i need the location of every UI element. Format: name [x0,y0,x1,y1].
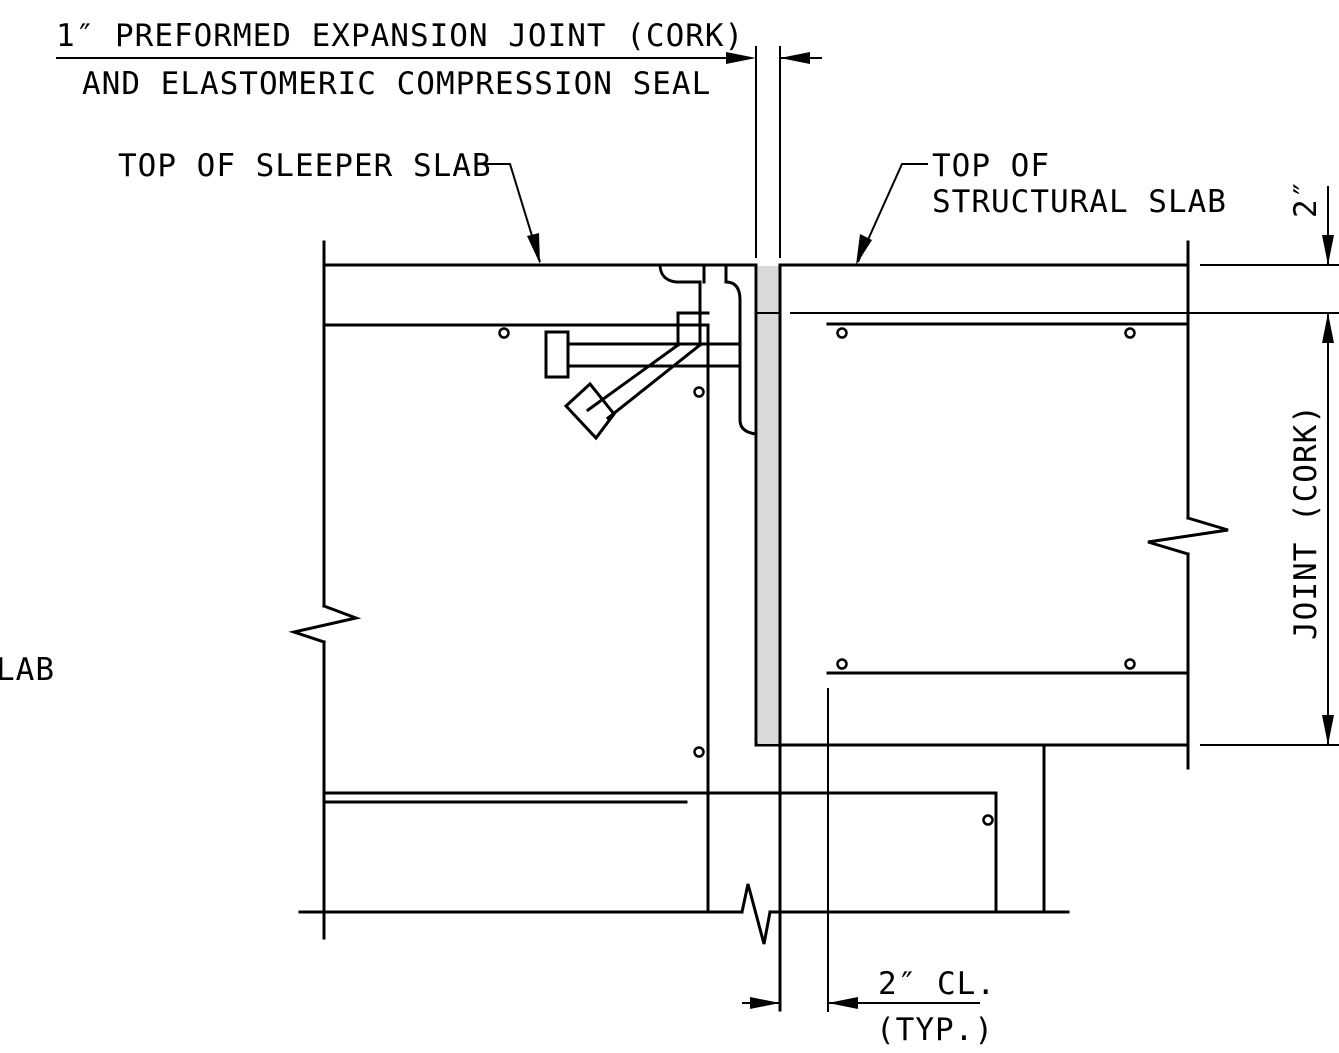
sleeper-slab-leader [484,163,541,263]
rebar-dot [693,746,705,758]
dim-joint-arrow-bottom [1322,715,1334,745]
sleeper-slab-leader-arrow [527,233,540,264]
clear-cover-arrow-left [750,997,780,1009]
expansion-joint-label-line1: 1″ PREFORMED EXPANSION JOINT (CORK) [56,18,744,54]
typical-label: (TYP.) [876,1012,994,1048]
horizontal-anchor-head [544,330,570,379]
seal-anchor-hook [658,263,702,284]
rebar-dot [1124,658,1136,670]
top-of-structural-slab-label-line1: TOP OF [932,148,1050,184]
top-of-structural-slab-label-line2: STRUCTURAL SLAB [932,184,1227,220]
expansion-joint-arrow-right [780,52,810,64]
sleeper-bottom-break-symbol [740,883,772,945]
clear-cover-arrow-right [828,997,858,1009]
rebar-dot [836,658,848,670]
sleeper-slab-break-symbol [288,604,362,644]
structural-slab-break-symbol [1147,516,1229,556]
rebar-dot [1124,327,1136,339]
rebar-dot [982,814,994,826]
expansion-joint-label-line2: AND ELASTOMERIC COMPRESSION SEAL [82,66,711,102]
expansion-joint-arrow-left [726,52,756,64]
rebar-dot [693,386,705,398]
rebar-dot [836,327,848,339]
structural-slab-leader-arrow [856,234,872,265]
dim-two-inch-arrow [1322,235,1334,265]
cork-joint-filler [758,266,779,744]
top-of-sleeper-slab-label: TOP OF SLEEPER SLAB [118,148,492,184]
inclined-anchor-bottom-edge [605,342,703,421]
dim-joint-arrow-top [1322,313,1334,343]
structural-slab-leader [857,163,928,263]
joint-cork-label: JOINT (CORK) [1288,404,1324,640]
seal-anchor-strap [724,280,758,436]
rebar-dot [498,327,510,339]
inclined-anchor-head [563,381,616,441]
dim-two-inch-label: 2″ [1288,179,1324,218]
cutoff-slab-label: LAB [0,652,55,688]
clear-cover-label: 2″ CL. [878,966,996,1002]
